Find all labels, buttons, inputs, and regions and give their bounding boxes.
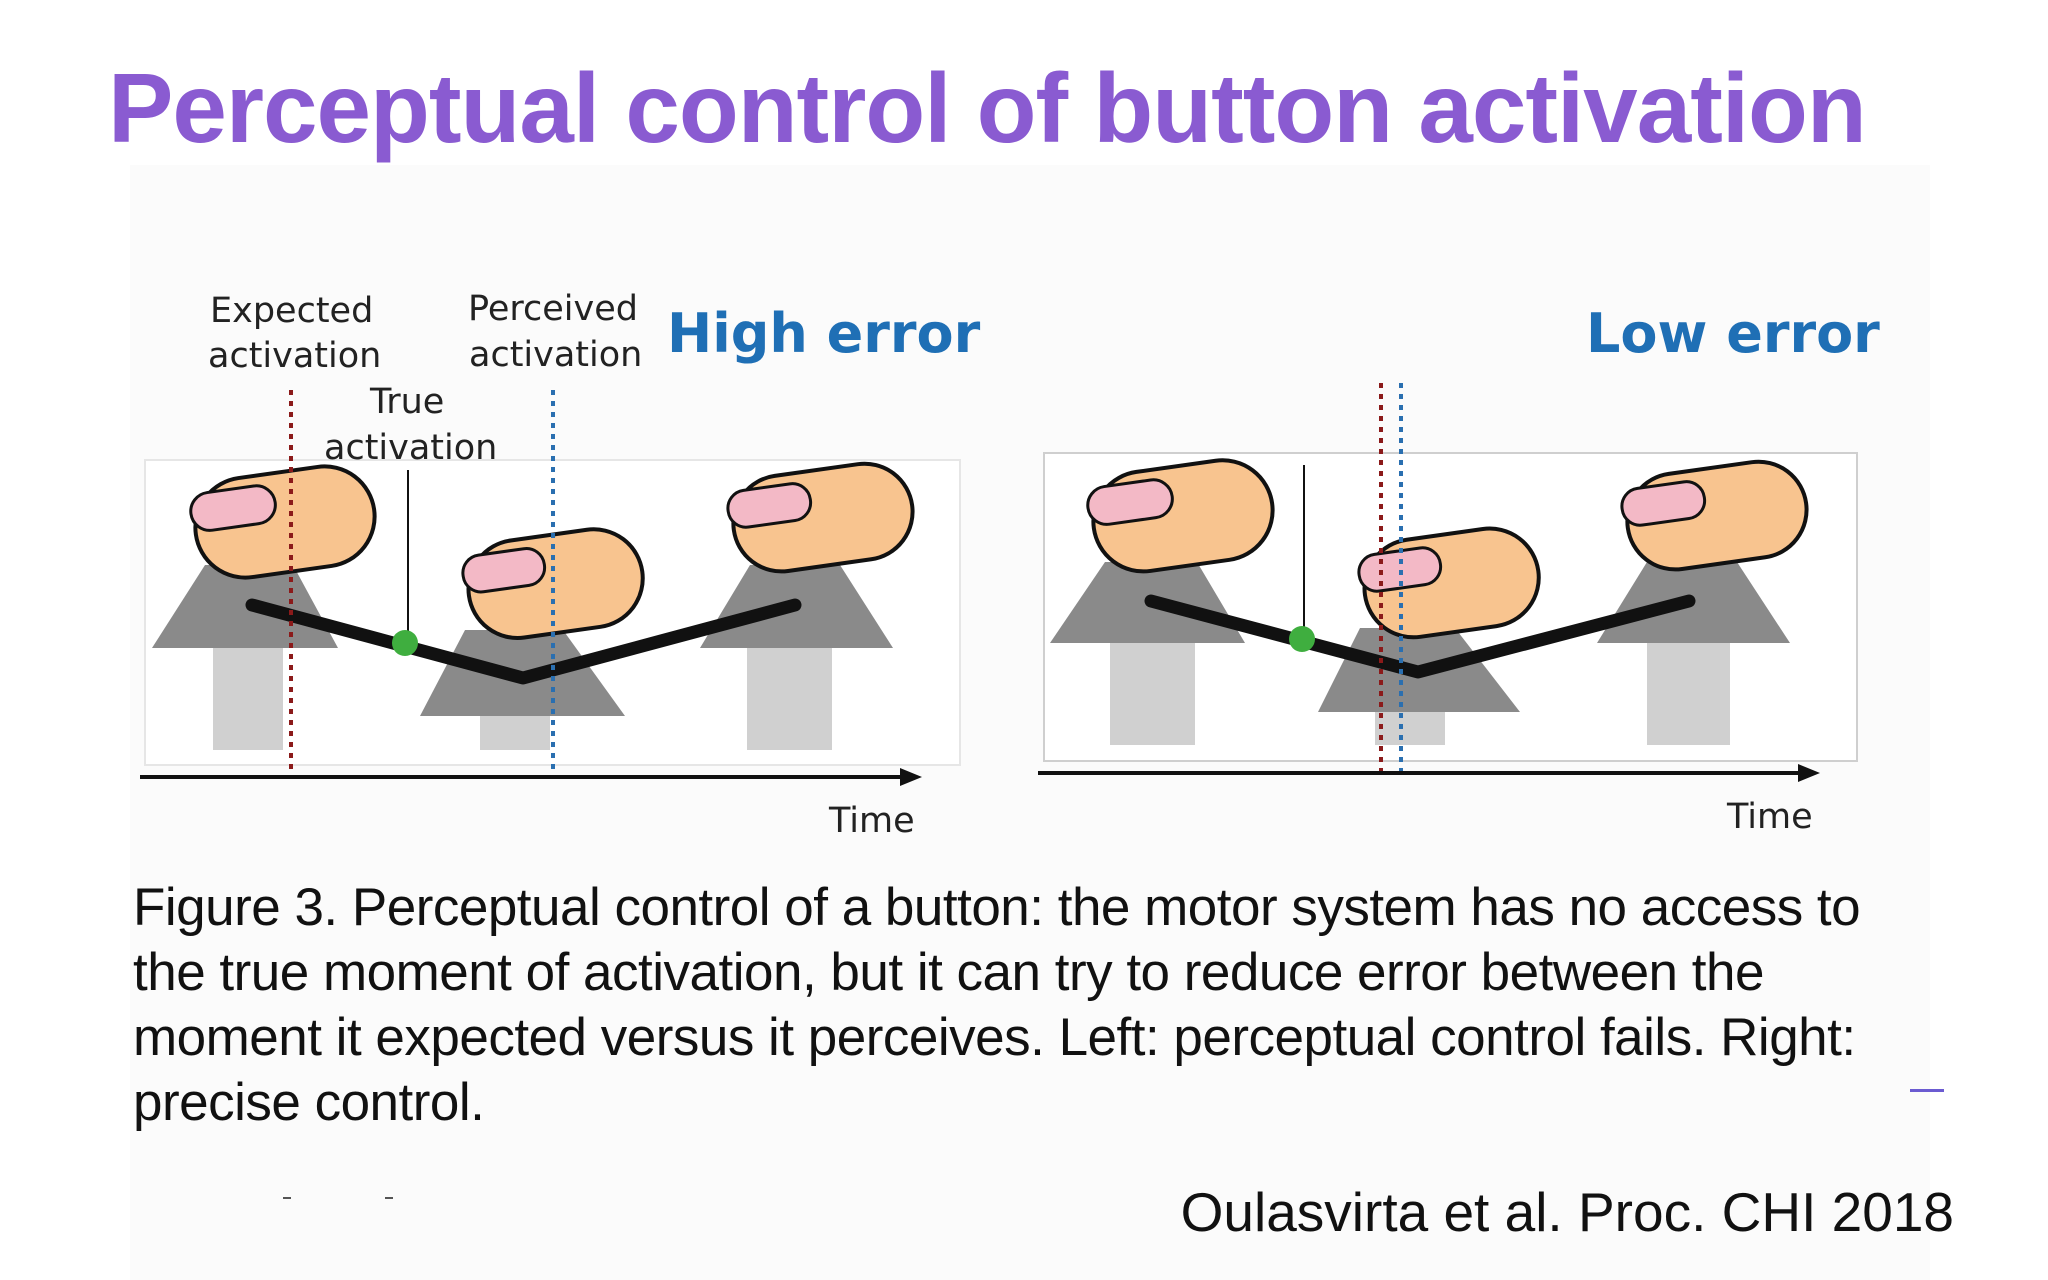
time-label-left: Time bbox=[828, 801, 915, 841]
expected-label-line1: Expected bbox=[210, 291, 373, 331]
dash-mark bbox=[1910, 1089, 1944, 1092]
left-panel: Expected activation Perceived activation… bbox=[140, 289, 981, 841]
button-up-left bbox=[152, 565, 338, 750]
figure-caption: Figure 3. Perceptual control of a button… bbox=[133, 878, 1861, 1132]
true-activation-point bbox=[392, 630, 418, 656]
finger-right bbox=[726, 461, 915, 574]
finger-middle bbox=[1357, 526, 1541, 640]
time-axis-arrow-right bbox=[1798, 764, 1820, 782]
finger-trajectory bbox=[245, 598, 802, 685]
expected-label-line2: activation bbox=[208, 336, 381, 376]
true-label-line1: True bbox=[369, 382, 444, 422]
finger-left bbox=[1086, 458, 1275, 574]
true-label-line2: activation bbox=[324, 428, 497, 468]
finger-middle bbox=[461, 527, 645, 641]
finger-left bbox=[189, 464, 377, 580]
perceived-label-line2: activation bbox=[469, 335, 642, 375]
right-panel-heading: Low error bbox=[1586, 302, 1880, 365]
button-up-right bbox=[1597, 562, 1790, 745]
left-panel-heading: High error bbox=[667, 302, 981, 365]
citation: Oulasvirta et al. Proc. CHI 2018 bbox=[1180, 1181, 1954, 1243]
perceived-label-line1: Perceived bbox=[468, 289, 638, 329]
right-panel: Low error Time bbox=[1038, 302, 1880, 837]
time-axis-arrow-left bbox=[900, 768, 922, 786]
time-label-right: Time bbox=[1726, 797, 1813, 837]
true-activation-point bbox=[1289, 626, 1315, 652]
slide-title: Perceptual control of button activation bbox=[108, 53, 1867, 163]
finger-right bbox=[1620, 459, 1809, 572]
finger-trajectory bbox=[1144, 594, 1696, 679]
